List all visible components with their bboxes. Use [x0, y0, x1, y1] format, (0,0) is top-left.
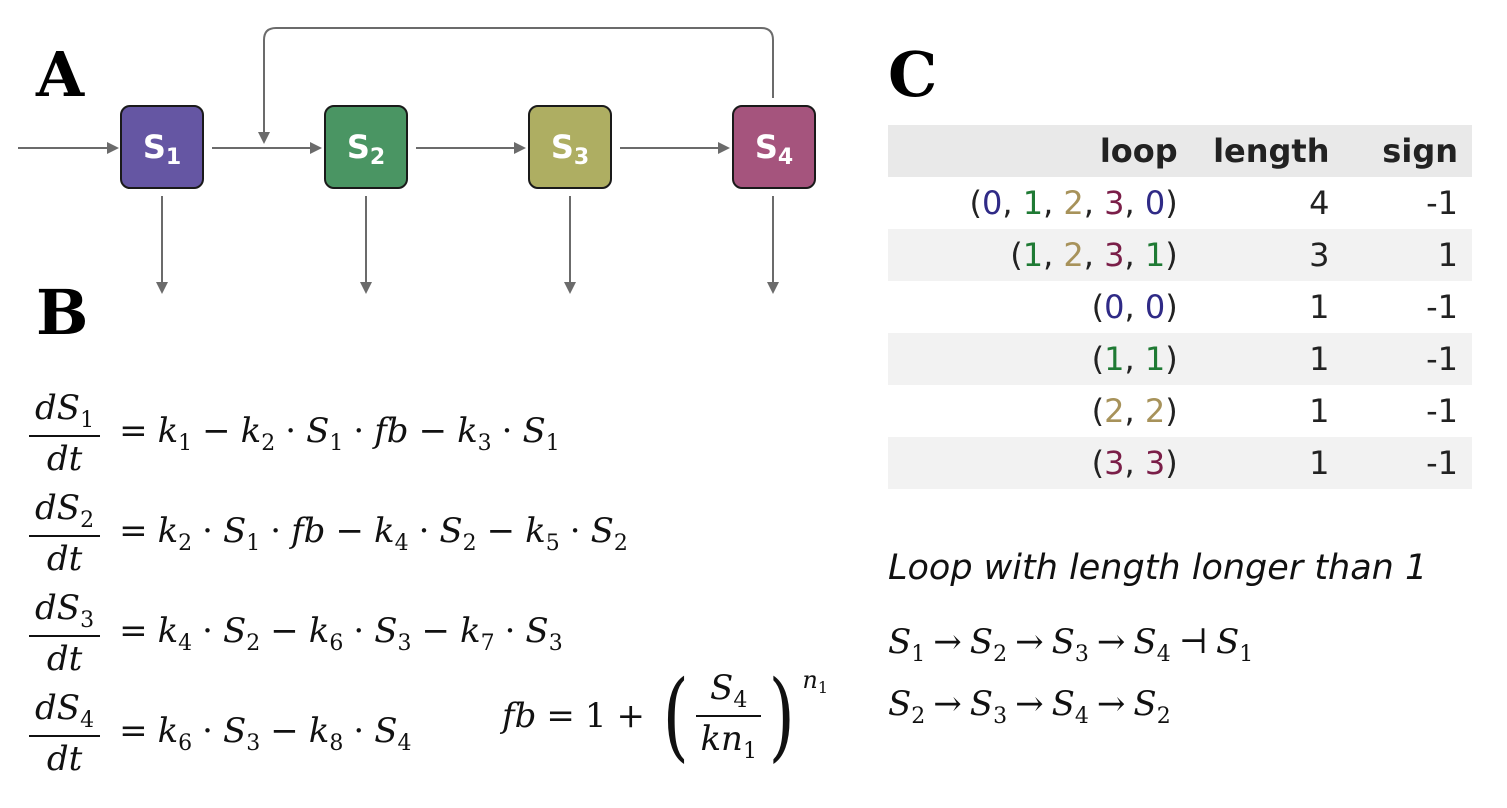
loop-node-index: 3 [1104, 184, 1125, 222]
loop-cell: (0, 0) [1091, 288, 1178, 326]
loop-node-index: 0 [1144, 184, 1166, 222]
length-cell: 1 [1309, 288, 1330, 326]
node-s3: S3 [528, 105, 612, 189]
sign-cell: -1 [1343, 333, 1472, 385]
table-row: (3, 3)1-1 [888, 437, 1472, 489]
feedback-arrow [258, 27, 774, 144]
node-label: S3 [551, 128, 589, 170]
loop-cell: (1, 1) [888, 333, 1192, 385]
chain-species: S3 [1051, 622, 1089, 667]
loop-node-index: 2 [1063, 236, 1084, 274]
panel-letter-a: A [36, 38, 85, 111]
loop-node-index: 1 [1104, 340, 1125, 378]
node-box [324, 105, 408, 189]
activation-arrow: → [1015, 622, 1044, 662]
loop-cell: (2, 2) [1091, 392, 1178, 430]
chain-species: S4 [1051, 684, 1089, 729]
node-group: S1 S2 S3 S4 [120, 105, 816, 189]
loop-node-index: 3 [1104, 444, 1125, 482]
table-row: (0, 0) 1 -1 [888, 281, 1472, 333]
node-label: S1 [143, 128, 181, 170]
length-cell: 3 [1191, 229, 1344, 281]
node-s2: S2 [324, 105, 408, 189]
panel-letter-c: C [888, 38, 938, 111]
sign-cell: -1 [1426, 288, 1458, 326]
loop-node-index: 2 [1144, 392, 1166, 430]
chain-species: S4 [1133, 622, 1171, 667]
loop-cell: (1, 2, 3, 1) [888, 229, 1192, 281]
header-loop: loop [888, 125, 1192, 177]
loop-node-index: 3 [1104, 236, 1125, 274]
loop-cell: (0, 1, 2, 3, 0) [969, 184, 1178, 222]
table-row: (0, 1, 2, 3, 0) 4 -1 [888, 177, 1472, 229]
loop-node-index: 0 [1144, 288, 1166, 326]
length-cell: 1 [1309, 392, 1330, 430]
length-cell: 1 [1191, 437, 1344, 489]
chain-species: S2 [888, 684, 926, 729]
caption: Loop with length longer than 1 [888, 548, 1428, 588]
length-cell: 4 [1309, 184, 1330, 222]
pathway-diagram: S1 S2 S3 S4 [18, 27, 816, 294]
node-box [732, 105, 816, 189]
node-box [120, 105, 204, 189]
loop-node-index: 1 [1022, 184, 1044, 222]
node-label: S2 [347, 128, 385, 170]
loop-node-index: 1 [1144, 340, 1166, 378]
loop-node-index: 1 [1144, 236, 1166, 274]
node-label: S4 [755, 128, 793, 170]
sign-cell: -1 [1426, 392, 1458, 430]
node-s1: S1 [120, 105, 204, 189]
activation-arrow: → [1096, 622, 1126, 662]
loop-node-index: 3 [1144, 444, 1166, 482]
panel-letter-b: B [36, 276, 89, 349]
inhibition-arrow: ⊣ [1178, 622, 1208, 662]
loop-chain-2: S2→S3→S4→S2 [888, 684, 1171, 729]
sign-cell: -1 [1343, 437, 1472, 489]
table-row: (1, 1)1-1 [888, 333, 1472, 385]
loop-table: loop length sign (0, 1, 2, 3, 0) 4 -1 (1, 2… [888, 125, 1472, 489]
activation-arrow: → [1096, 684, 1126, 724]
loop-node-index: 1 [1022, 236, 1044, 274]
loop-node-index: 0 [1104, 288, 1125, 326]
table-row: (2, 2) 1 -1 [888, 385, 1472, 437]
table-header-row: loop length sign [888, 125, 1472, 177]
sign-cell: -1 [1426, 184, 1458, 222]
loop-node-index: 2 [1104, 392, 1125, 430]
chain-species: S3 [969, 684, 1008, 729]
loop-cell: (3, 3) [888, 437, 1192, 489]
chain-species: S2 [1133, 684, 1171, 729]
length-cell: 1 [1191, 333, 1344, 385]
header-sign: sign [1343, 125, 1472, 177]
sign-cell: 1 [1343, 229, 1472, 281]
node-s4: S4 [732, 105, 816, 189]
activation-arrow: → [1015, 684, 1044, 724]
loop-node-index: 2 [1063, 184, 1084, 222]
loop-node-index: 0 [982, 184, 1003, 222]
activation-arrow: → [933, 684, 962, 724]
node-box [528, 105, 612, 189]
chain-species: S1 [888, 622, 926, 667]
header-length: length [1191, 125, 1344, 177]
chain-species: S1 [1215, 622, 1254, 667]
activation-arrow: → [933, 622, 962, 662]
loop-chain-1: S1→S2→S3→S4⊣S1 [888, 622, 1253, 667]
chain-species: S2 [969, 622, 1008, 667]
